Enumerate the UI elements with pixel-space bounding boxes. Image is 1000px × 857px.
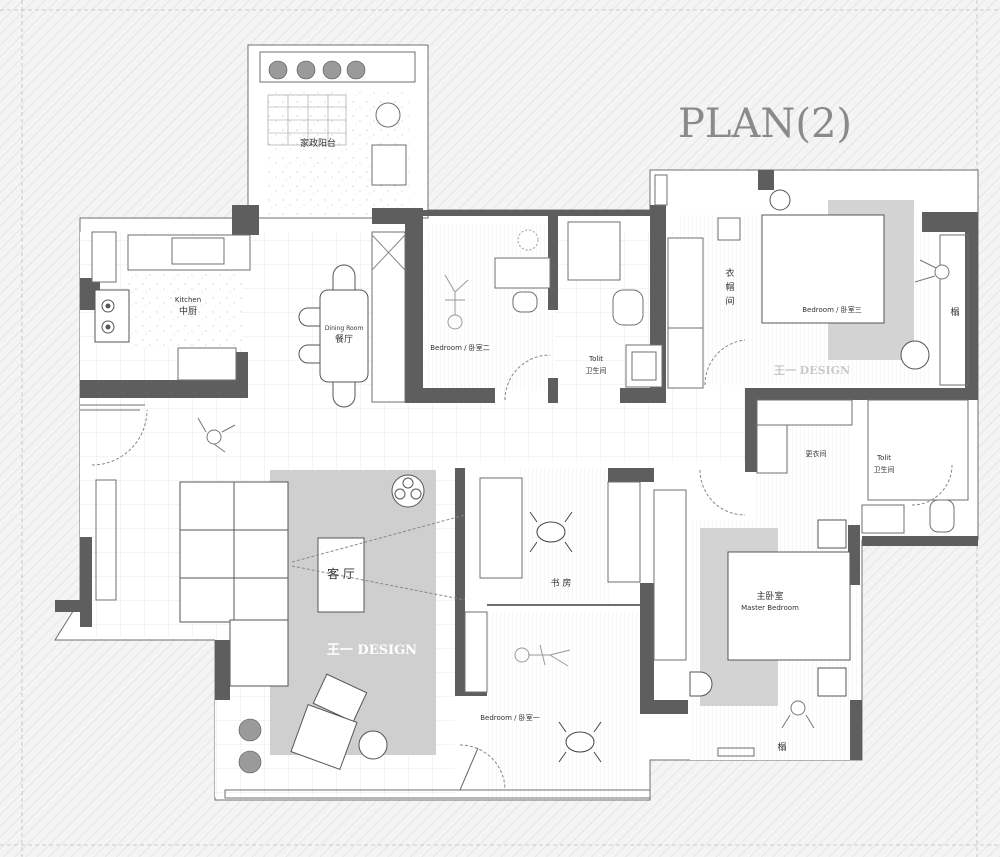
tv-sightline-bottom bbox=[291, 565, 466, 601]
laundry-sink bbox=[371, 144, 407, 186]
toilet2-label-cn: 卫生间 bbox=[874, 465, 895, 474]
bedroom2-label: Bedroom / 卧室二 bbox=[430, 343, 489, 352]
window-lines bbox=[80, 51, 969, 799]
toilet2-door bbox=[911, 464, 953, 506]
toilet1: Tolit 卫生间 bbox=[567, 221, 663, 388]
cabinet-x bbox=[371, 234, 406, 271]
kitchen-sink bbox=[171, 237, 225, 265]
side-table bbox=[358, 730, 388, 760]
master-wardrobe bbox=[653, 489, 687, 661]
kitchen-label-cn: 中厨 bbox=[179, 305, 197, 317]
watermark-center: 王一 DESIGN bbox=[327, 643, 417, 658]
bedroom2: Bedroom / 卧室二 bbox=[430, 229, 551, 401]
bedroom1-wardrobe bbox=[464, 611, 488, 693]
bedroom3-side-table bbox=[900, 340, 930, 370]
dressing-room: 更衣间 Tolit 卫生间 bbox=[756, 399, 969, 534]
master-bedroom: 主卧室 Master Bedroom 榻 bbox=[653, 469, 851, 753]
bedroom1-wood-floor bbox=[487, 612, 637, 797]
master-label-en: Master Bedroom bbox=[741, 604, 799, 612]
stove-icon bbox=[94, 289, 130, 343]
bedroom1-door bbox=[459, 747, 479, 791]
plan-title: PLAN(2) bbox=[678, 101, 852, 147]
kitchen-left-counter bbox=[91, 231, 117, 283]
toilet1-basin bbox=[631, 351, 657, 381]
toilet2-bowl bbox=[929, 499, 955, 533]
toilet-bowl-b2 bbox=[512, 291, 538, 313]
study-chair-icon bbox=[529, 511, 573, 553]
master-nightstand-bottom bbox=[817, 667, 847, 697]
dining-chairs bbox=[298, 264, 356, 408]
balcony-label: 家政阳台 bbox=[300, 137, 336, 149]
drying-rack bbox=[267, 94, 347, 146]
kitchen: Kitchen 中厨 bbox=[91, 231, 251, 381]
entrance-door bbox=[91, 409, 148, 466]
study-label: 书 房 bbox=[551, 577, 572, 589]
dining-cabinet bbox=[371, 231, 406, 403]
cloak-stool bbox=[717, 217, 741, 241]
toilet2-basin bbox=[861, 504, 905, 534]
toilet1-shower bbox=[567, 221, 621, 281]
bedroom2-chair bbox=[517, 229, 539, 251]
master-stool bbox=[689, 671, 713, 697]
living-room: 客 厅 王一 DESIGN bbox=[179, 474, 466, 774]
toilet2-label-en: Tolit bbox=[876, 454, 891, 462]
bedroom1-door-arc bbox=[459, 744, 506, 791]
cloak-wardrobe bbox=[667, 237, 704, 329]
kitchen-floor bbox=[128, 268, 243, 348]
master-bed bbox=[727, 551, 851, 661]
study-shelf-right bbox=[607, 481, 641, 583]
bedroom1: Bedroom / 卧室一 bbox=[459, 611, 602, 791]
person-walking-icon bbox=[197, 417, 236, 453]
entrance bbox=[91, 409, 236, 466]
master-label-cn: 主卧室 bbox=[756, 590, 783, 602]
sofa-chaise bbox=[229, 619, 289, 687]
toilet1-label-en: Tolit bbox=[588, 355, 603, 363]
cloak-label-1: 衣 bbox=[725, 267, 734, 279]
flower-table-icon bbox=[391, 474, 425, 508]
bedroom3-lamp-icon bbox=[769, 189, 791, 211]
bedroom2-desk bbox=[494, 257, 551, 289]
bedroom3-door bbox=[704, 339, 746, 386]
tv-console bbox=[317, 537, 365, 613]
bedroom3-label: Bedroom / 卧室三 bbox=[802, 305, 861, 314]
bedroom3: 衣 帽 间 Bedroom / 卧室三 榻 王一 DESIGN bbox=[667, 189, 960, 389]
plants-bottom-left bbox=[238, 718, 262, 774]
cloak-label-2: 帽 bbox=[725, 281, 734, 293]
bedroom1-label: Bedroom / 卧室一 bbox=[480, 713, 539, 722]
dressing-cabinet-left bbox=[756, 424, 788, 474]
bedroom2-door bbox=[504, 354, 551, 401]
dining-label-en: Dining Room bbox=[325, 325, 364, 332]
study: 书 房 bbox=[479, 477, 641, 606]
person-sitting-icon-master bbox=[781, 700, 815, 729]
toilet1-label-cn: 卫生间 bbox=[586, 366, 607, 375]
toilet2-shower bbox=[867, 399, 969, 501]
study-wood-floor bbox=[520, 468, 610, 603]
dressing-label: 更衣间 bbox=[806, 449, 827, 458]
balcony-plants bbox=[268, 60, 366, 80]
cloak-wardrobe-2 bbox=[667, 327, 704, 389]
kitchen-lower-counter bbox=[177, 347, 237, 381]
armchairs bbox=[290, 673, 368, 771]
person-sitting-icon bbox=[914, 259, 950, 283]
washer-icon bbox=[375, 102, 401, 128]
kitchen-label-en: Kitchen bbox=[175, 296, 201, 304]
master-nightstand-top bbox=[817, 519, 847, 549]
bedroom3-bed bbox=[761, 214, 885, 324]
cloak-label-3: 间 bbox=[725, 295, 734, 307]
master-door bbox=[699, 469, 746, 516]
balcony: 家政阳台 bbox=[267, 60, 407, 186]
tatami-right-label: 榻 bbox=[950, 306, 959, 318]
living-label: 客 厅 bbox=[327, 566, 355, 581]
tatami-bottom-label: 榻 bbox=[777, 741, 786, 753]
person-lying-icon bbox=[444, 274, 469, 330]
watermark-right: 王一 DESIGN bbox=[774, 364, 850, 377]
dining-label-cn: 餐厅 bbox=[335, 333, 353, 345]
dressing-cabinet-top bbox=[756, 399, 853, 426]
study-cabinet bbox=[479, 477, 523, 579]
toilet1-bowl bbox=[612, 289, 644, 326]
bedroom1-chair-icon bbox=[558, 721, 602, 763]
dining: Dining Room 餐厅 bbox=[298, 231, 406, 408]
person-lying-icon-b1 bbox=[514, 644, 571, 667]
